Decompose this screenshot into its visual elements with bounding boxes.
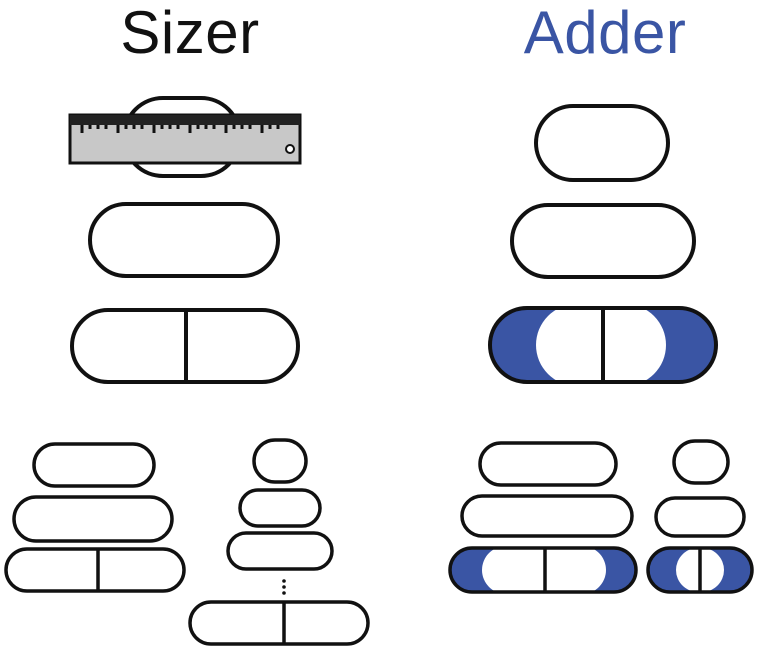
sizer-small-cell-grown <box>12 495 174 543</box>
sizer-title: Sizer <box>120 0 260 66</box>
adder-small-cell-dividing <box>448 546 638 594</box>
adder-tiny-cell-grown <box>654 496 746 538</box>
adder-tiny-cell-dividing <box>646 546 754 594</box>
adder-small-cell-grown <box>460 494 634 538</box>
sizer-small-cell-dividing <box>4 547 186 593</box>
sizer-cell-dividing <box>70 308 300 384</box>
ruler-icon <box>68 113 302 165</box>
adder-title: Adder <box>523 0 687 66</box>
adder-cell-dividing <box>488 306 718 384</box>
sizer-small-cell <box>32 442 156 488</box>
sizer-tiny-cell-dividing <box>188 600 370 646</box>
sizer-tiny-cell <box>252 438 308 484</box>
vertical-ellipsis-icon <box>282 579 286 595</box>
adder-small-cell <box>478 441 618 487</box>
sizer-tiny-cell-grown1 <box>238 488 322 528</box>
sizer-cell-grown <box>88 202 280 278</box>
adder-cell-grown <box>510 203 696 279</box>
adder-tiny-cell <box>672 439 730 485</box>
sizer-tiny-cell-grown2 <box>226 531 334 571</box>
adder-cell-newborn <box>534 104 670 182</box>
